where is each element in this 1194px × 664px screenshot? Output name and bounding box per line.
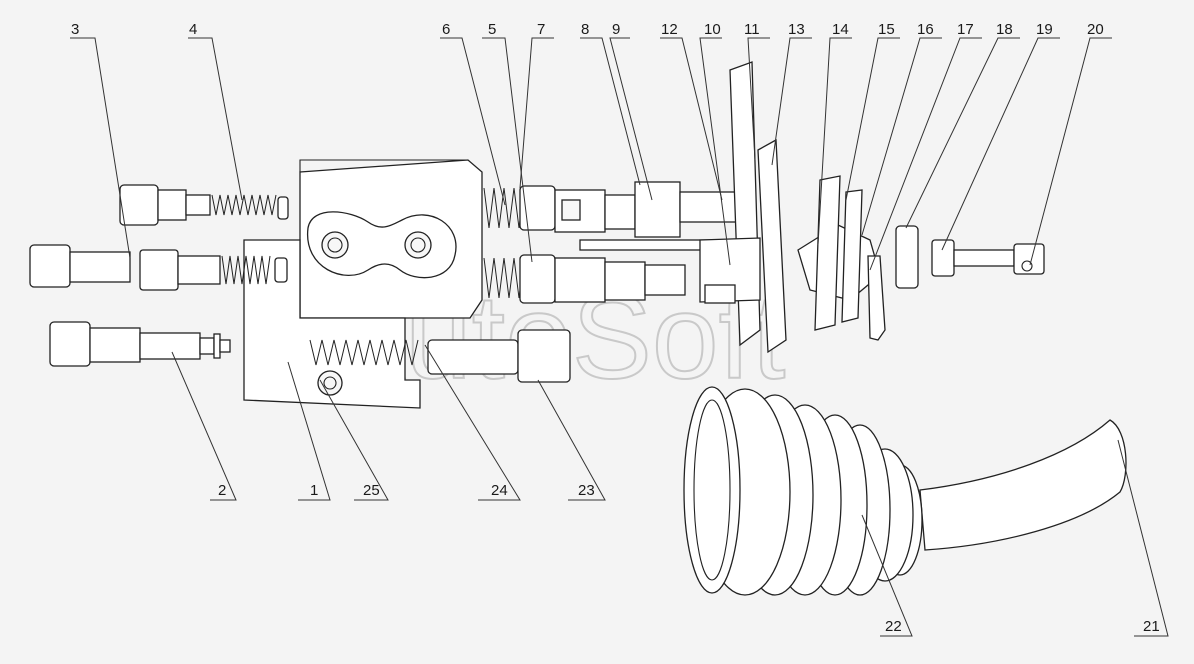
- part-bolt: [931, 239, 1045, 277]
- callout-13: 13: [788, 21, 805, 38]
- part-fitting-middle: [29, 244, 288, 291]
- callout-11: 11: [744, 21, 760, 38]
- callout-8: 8: [581, 21, 589, 38]
- callout-12: 12: [661, 21, 678, 38]
- callout-3: 3: [71, 21, 79, 38]
- callout-labels: 3 4 6 5 7 8 9 12 10 11 13 14 15 16 17 18…: [71, 21, 1160, 635]
- callout-22: 22: [885, 618, 902, 635]
- part-boot-lever: [683, 386, 1127, 596]
- callout-25: 25: [363, 482, 380, 499]
- part-plunger: [309, 329, 571, 383]
- callout-23: 23: [578, 482, 595, 499]
- callout-9: 9: [612, 21, 620, 38]
- part-plates: [699, 61, 787, 354]
- callout-18: 18: [996, 21, 1013, 38]
- callout-10: 10: [704, 21, 721, 38]
- callout-4: 4: [189, 21, 197, 38]
- callout-7: 7: [537, 21, 545, 38]
- callout-2: 2: [218, 482, 226, 499]
- callout-24: 24: [491, 482, 508, 499]
- callout-5: 5: [488, 21, 496, 38]
- part-lower-spool: [483, 239, 756, 304]
- callout-16: 16: [917, 21, 934, 38]
- callout-19: 19: [1036, 21, 1053, 38]
- callout-21: 21: [1143, 618, 1160, 635]
- part-valve-body: [243, 159, 483, 409]
- part-fitting-upper: [119, 184, 289, 226]
- part-fitting-lower: [49, 321, 231, 367]
- part-cross-assembly: [797, 175, 919, 341]
- callout-15: 15: [878, 21, 895, 38]
- callout-14: 14: [832, 21, 849, 38]
- callout-1: 1: [310, 482, 318, 499]
- callout-20: 20: [1087, 21, 1104, 38]
- leader-lines: [70, 37, 1169, 637]
- part-upper-spool: [483, 181, 741, 238]
- callout-17: 17: [957, 21, 974, 38]
- callout-6: 6: [442, 21, 450, 38]
